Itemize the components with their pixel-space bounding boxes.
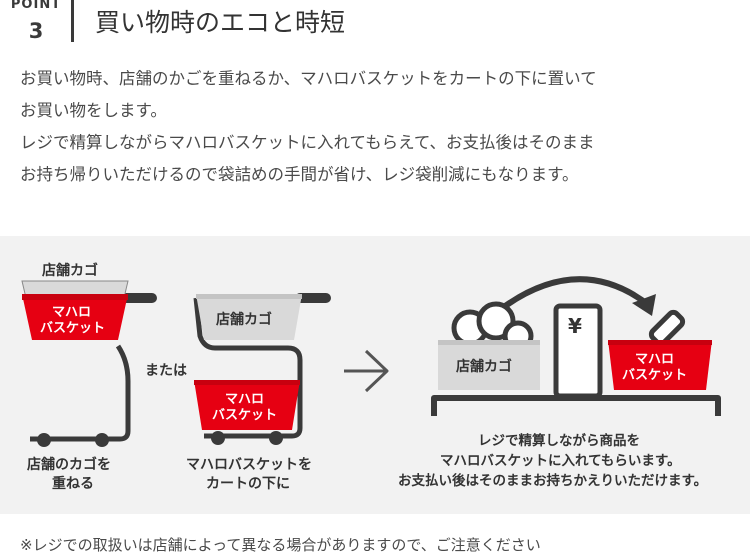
- point-label: POINT: [10, 0, 62, 12]
- cart2-mahalo-label-2: バスケット: [212, 408, 278, 423]
- arrow-right-icon: [344, 349, 389, 393]
- description-line: お買い物をします。: [20, 101, 167, 120]
- cart2-caption-line-2: カートの下に: [206, 476, 290, 492]
- title-divider: [71, 0, 74, 42]
- cart-2: [193, 293, 331, 445]
- cart2-caption-line-1: マハロバスケットを: [186, 457, 312, 473]
- footnote: ※レジでの取扱いは店舗によって異なる場合がありますので、ご注意ください: [20, 536, 541, 554]
- point-number: 3: [28, 19, 44, 43]
- register-caption-line-2: マハロバスケットに入れてもらいます。: [440, 453, 681, 469]
- description-line: お買い物時、店舗のかごを重ねるか、マハロバスケットをカートの下に置いて: [20, 69, 597, 88]
- yen-icon: ¥: [568, 314, 582, 338]
- or-label: または: [145, 363, 187, 379]
- wheel: [95, 433, 109, 447]
- register-scene: [431, 276, 721, 416]
- register-caption-line-3: お支払い後はそのままお持ちかえりいただけます。: [398, 473, 708, 489]
- description-line: レジで精算しながらマハロバスケットに入れてもらえて、お支払後はそのまま: [20, 133, 595, 152]
- register-caption-line-1: レジで精算しながら商品を: [478, 433, 640, 449]
- cart1-caption-line-1: 店舗のカゴを: [27, 457, 111, 473]
- mahalo-basket: [194, 380, 300, 430]
- curved-arrow: [499, 276, 652, 312]
- description: お買い物時、店舗のかごを重ねるか、マハロバスケットをカートの下に置いて お買い物…: [20, 63, 740, 191]
- cart1-caption-line-2: 重ねる: [52, 476, 94, 492]
- cart2-basket-label: 店舗カゴ: [216, 312, 272, 328]
- mahalo-basket: [22, 294, 128, 340]
- register-basket-label: 店舗カゴ: [456, 359, 512, 375]
- illustration-panel: 店舗カゴ マハロ バスケット または 店舗カゴ マハロ バスケット 店舗カゴ ¥…: [0, 236, 750, 514]
- cart2-mahalo-label-1: マハロ: [225, 392, 265, 407]
- register-mahalo-label-2: バスケット: [622, 368, 688, 383]
- store-basket: [196, 294, 302, 340]
- illustration: [21, 276, 721, 447]
- mahalo-basket: [608, 340, 712, 390]
- wheel: [211, 431, 225, 445]
- counter: [431, 395, 721, 416]
- cart1-basket-label: 店舗カゴ: [42, 263, 98, 279]
- description-line: お持ち帰りいただけるので袋詰めの手間が省け、レジ袋削減にもなります。: [20, 165, 579, 184]
- cart-1: [21, 280, 157, 447]
- store-basket: [438, 340, 540, 390]
- wheel: [269, 431, 283, 445]
- wheel: [37, 433, 51, 447]
- section-title: 買い物時のエコと時短: [95, 8, 346, 37]
- cart1-mahalo-label-1: マハロ: [52, 305, 92, 320]
- register-mahalo-label-1: マハロ: [635, 352, 675, 367]
- cart1-mahalo-label-2: バスケット: [40, 321, 106, 336]
- register: [553, 303, 603, 399]
